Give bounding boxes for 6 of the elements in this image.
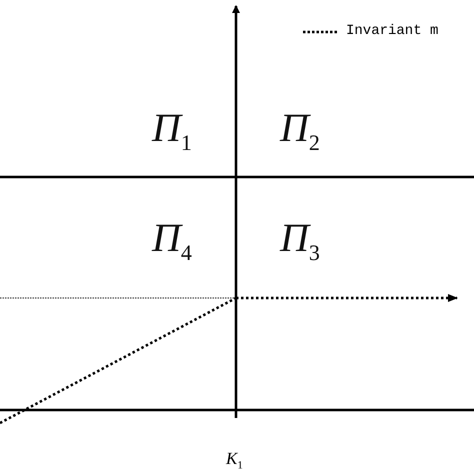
region-label: Π$_{1}$ (152, 108, 192, 154)
region-label: Π$_{3}$ (280, 218, 320, 264)
axis-tick-label: K$_{1}$ (226, 450, 243, 472)
region-label: Π$_{2}$ (280, 108, 320, 154)
region-label: Π$_{4}$ (152, 218, 192, 264)
legend-label: Invariant m (346, 24, 438, 38)
